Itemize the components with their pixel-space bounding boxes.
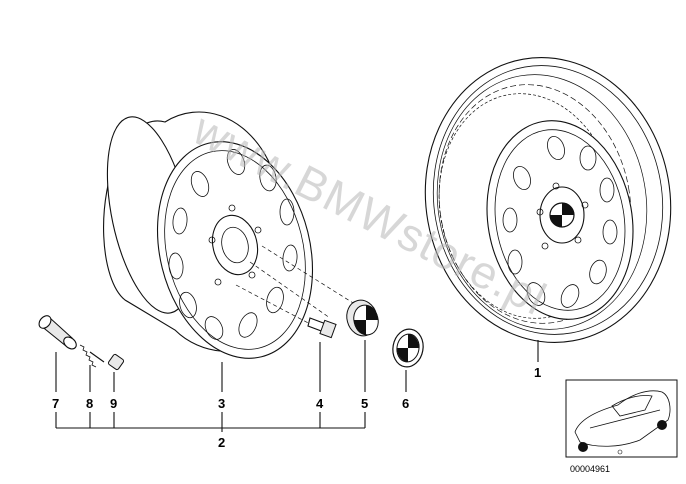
- callout-6: 6: [402, 396, 409, 411]
- valve-core: [79, 344, 105, 368]
- callout-5: 5: [361, 396, 368, 411]
- callout-4: 4: [316, 396, 324, 411]
- reference-number: 00004961: [570, 464, 610, 474]
- hub-cap: [346, 299, 379, 337]
- callout-2: 2: [218, 435, 225, 450]
- leader-lines: [55, 340, 539, 432]
- valve-cap: [107, 353, 125, 371]
- emblem: [392, 328, 424, 368]
- wheel-bolt: [307, 317, 337, 339]
- callout-8: 8: [86, 396, 93, 411]
- callout-9: 9: [110, 396, 117, 411]
- car-thumbnail: [565, 379, 678, 458]
- callout-1: 1: [534, 365, 541, 380]
- callout-7: 7: [52, 396, 59, 411]
- complete-wheel-with-tyre: [424, 57, 672, 343]
- wheel-rim: [103, 111, 359, 359]
- tyre-valve: [38, 315, 77, 350]
- callout-3: 3: [218, 396, 225, 411]
